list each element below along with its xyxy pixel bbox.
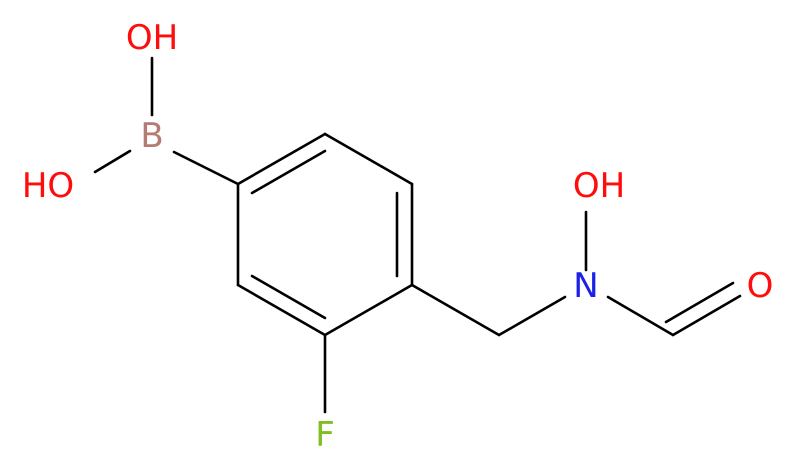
bond-n-c [606, 295, 675, 337]
atom-labels: OH B HO OH N O F [22, 18, 774, 455]
bond-ring-4 [323, 283, 414, 337]
bond-ring-5 [236, 283, 327, 337]
bond-ring-5-inner [250, 274, 327, 320]
atom-boron: B [140, 116, 163, 156]
atom-oh-left: HO [22, 166, 74, 206]
bond-ring-1-inner [250, 149, 327, 195]
bond-c-o-1 [671, 294, 742, 337]
bond-ring-1 [236, 132, 327, 186]
bond-ring-ch2 [410, 283, 501, 337]
bond-ring-2 [323, 132, 414, 186]
bond-ch2-n [497, 295, 567, 337]
atom-oh-top: OH [126, 18, 178, 58]
atom-oh-nitrogen: OH [573, 166, 625, 206]
bond-b-ring [172, 150, 240, 186]
bond-b-oh-left [93, 149, 132, 174]
bonds [93, 56, 742, 414]
atom-oxygen-carbonyl: O [747, 266, 774, 306]
atom-fluorine: F [315, 415, 335, 455]
bond-c-o-2 [664, 281, 735, 324]
atom-nitrogen: N [573, 266, 598, 306]
